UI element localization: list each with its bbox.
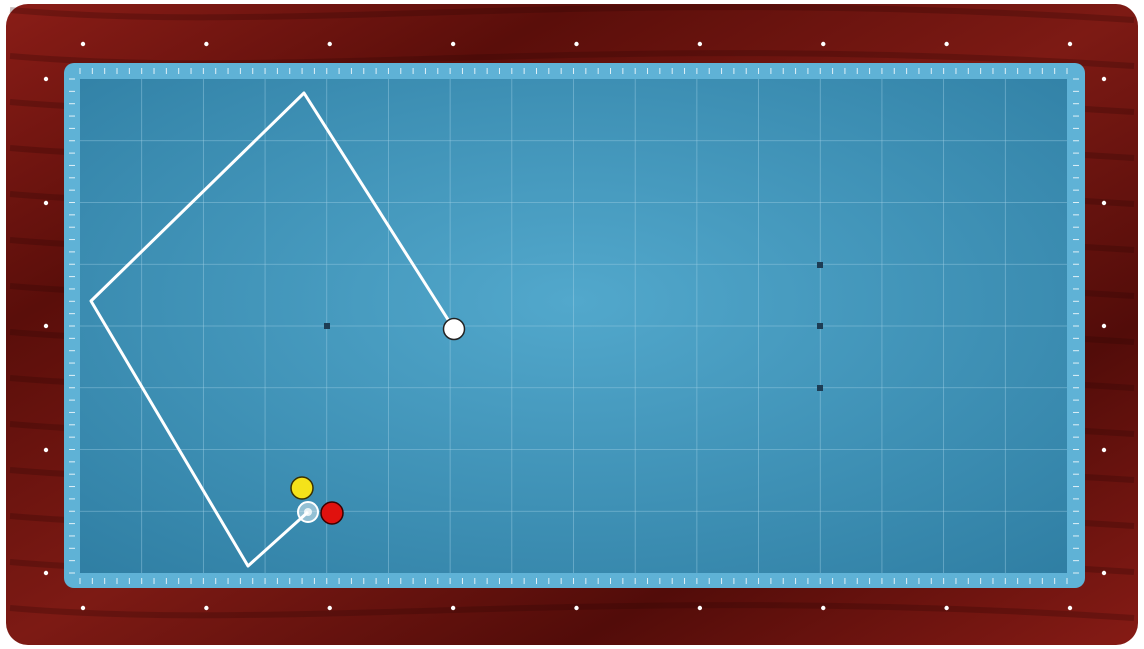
diamond-top [328, 42, 332, 46]
diamond-bottom [328, 606, 332, 610]
diamond-bottom [698, 606, 702, 610]
diamond-bottom [944, 606, 948, 610]
table-spot [817, 323, 823, 329]
diamond-right [1102, 201, 1106, 205]
diamond-top [81, 42, 85, 46]
diamond-right [1102, 571, 1106, 575]
diamond-top [821, 42, 825, 46]
cue-ball[interactable] [444, 319, 465, 340]
object-ball-red[interactable] [321, 502, 343, 524]
diamond-right [1102, 448, 1106, 452]
diamond-left [44, 324, 48, 328]
table-spot [817, 262, 823, 268]
diamond-left [44, 571, 48, 575]
table-spot [324, 323, 330, 329]
diamond-bottom [821, 606, 825, 610]
diamond-bottom [204, 606, 208, 610]
diamond-top [944, 42, 948, 46]
diamond-right [1102, 77, 1106, 81]
diamond-top [204, 42, 208, 46]
diamond-left [44, 201, 48, 205]
object-ball-yellow[interactable] [291, 477, 313, 499]
diamond-bottom [81, 606, 85, 610]
diamond-right [1102, 324, 1106, 328]
diamond-bottom [1068, 606, 1072, 610]
cue-ball-start-center [304, 508, 312, 516]
diamond-left [44, 448, 48, 452]
diamond-left [44, 77, 48, 81]
diamond-top [574, 42, 578, 46]
diamond-top [1068, 42, 1072, 46]
diamond-bottom [451, 606, 455, 610]
diamond-top [451, 42, 455, 46]
diamond-bottom [574, 606, 578, 610]
table-spot [817, 385, 823, 391]
diamond-top [698, 42, 702, 46]
